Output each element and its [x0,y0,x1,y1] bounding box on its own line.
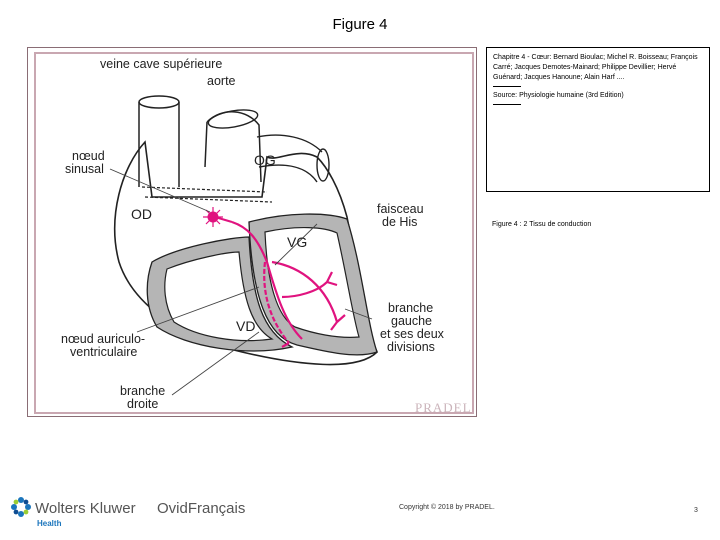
conduction-system [214,215,346,348]
label-vd: VD [236,318,256,334]
label-od: OD [131,206,152,222]
copyright: Copyright © 2018 by PRADEL. [399,504,495,511]
label-branche-gauche-3: et ses deux [380,327,444,341]
label-vg: VG [287,234,308,250]
label-branche-gauche-1: branche [388,301,434,315]
heart-illustration [109,95,378,396]
caption-citation: Chapitre 4 - Cœur: Bernard Bioulac; Mich… [493,54,698,81]
right-bundle-branch [263,261,290,344]
right-ventricle-cavity [164,251,274,342]
caption-rule [493,86,521,87]
wolters-kluwer-logo-icon [11,497,31,517]
page-number: 3 [694,507,698,514]
brand-name: OvidFrançais [157,500,246,517]
label-branche-droite-2: droite [127,397,159,411]
av-septum-line [141,186,273,203]
caption-rule-2 [493,104,521,105]
his-bundle [231,220,303,340]
label-faisceau-1: faisceau [377,202,424,216]
publisher-name: Wolters Kluwer [35,500,136,517]
left-bundle-posterior [281,281,328,299]
caption-source: Source: Physiologie humaine (3rd Edition… [493,92,624,99]
label-branche-gauche-2: gauche [391,314,433,328]
label-branche-gauche-4: divisions [387,340,435,354]
label-branche-droite-1: branche [120,384,166,398]
vena-cava-opening [138,95,180,109]
label-noeud-sinusal-1: nœud [72,149,105,163]
figure-inner-border [34,52,474,414]
left-ventricle-cavity [264,226,360,338]
pulmonary-artery [256,134,323,183]
label-og: OG [254,152,276,168]
slide-title: Figure 4 [332,16,388,33]
heart-outline [113,140,378,366]
left-bundle-anterior [271,260,339,323]
label-aorte: aorte [207,74,236,88]
caption-box: Chapitre 4 - Cœur: Bernard Bioulac; Mich… [486,47,710,192]
label-faisceau-2: de His [382,215,418,229]
label-noeud-sinusal-2: sinusal [65,162,104,176]
label-veine-cave: veine cave supérieure [100,57,223,71]
figure-legend: Figure 4 : 2 Tissu de conduction [492,221,592,228]
publisher-sub: Health [37,519,62,528]
watermark: PRADEL [415,400,472,415]
label-noeud-av-2: ventriculaire [70,345,138,359]
aorta [204,111,262,183]
label-noeud-av-1: nœud auriculo- [61,332,146,346]
vena-cava [138,102,180,187]
